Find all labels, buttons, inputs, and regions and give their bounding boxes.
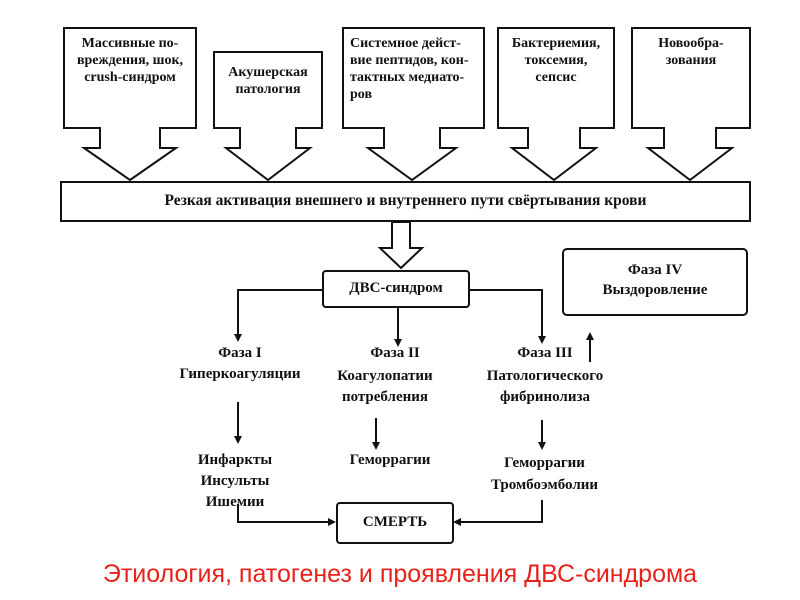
phase4-subtitle: Выздоровление: [602, 282, 708, 298]
cause-callout-5: [631, 27, 751, 182]
phase3-desc: Патологического фибринолиза: [486, 368, 604, 405]
activation-down-arrow: [377, 221, 425, 270]
phase4-box: [562, 248, 748, 316]
phase4-title: Фаза IV: [627, 262, 683, 278]
cause-callout-2: [213, 51, 323, 182]
outcome1-label: Инфаркты Инсульты Ишемии: [197, 452, 273, 510]
cause-label-2: Акушерская патология: [228, 65, 308, 97]
death-box: [336, 502, 454, 544]
outcome2-label: Геморрагии: [349, 452, 431, 468]
cause-callout-4: [497, 27, 615, 182]
activation-bar: [60, 181, 751, 222]
outcome3-label: Геморрагии Тромбоэмболии: [490, 455, 599, 493]
cause-label-5: Новообра- зования: [658, 36, 724, 68]
death-left-arrow: [237, 504, 336, 526]
cause-callout-1: [63, 27, 197, 182]
cause-label-4: Бактериемия, токсемия, сепсис: [511, 36, 601, 85]
phase2-desc: Коагулопатии потребления: [337, 368, 433, 405]
activation-label: Резкая активация внешнего и внутреннего …: [164, 192, 647, 209]
cause-label-3: Системное дейст- вие пептидов, кон- такт…: [350, 36, 469, 102]
death-label: СМЕРТЬ: [362, 514, 428, 530]
phase1-desc: Гиперкоагуляции: [179, 366, 301, 382]
branch-line-phase1: [234, 289, 322, 342]
dvs-box: [322, 270, 470, 308]
slide-caption: Этиология, патогенез и проявления ДВС-си…: [102, 560, 698, 588]
cause-label-1: Массивные по- вреждения, шок, crush-синд…: [76, 36, 184, 85]
phase1-title: Фаза I: [218, 345, 262, 361]
phase3-title: Фаза III: [517, 345, 573, 361]
cause-callout-3: [342, 27, 485, 182]
dvs-label: ДВС-синдром: [349, 280, 443, 296]
death-right-arrow: [453, 500, 543, 526]
phase2-title: Фаза II: [370, 345, 420, 361]
branch-line-phase3: [470, 289, 546, 344]
